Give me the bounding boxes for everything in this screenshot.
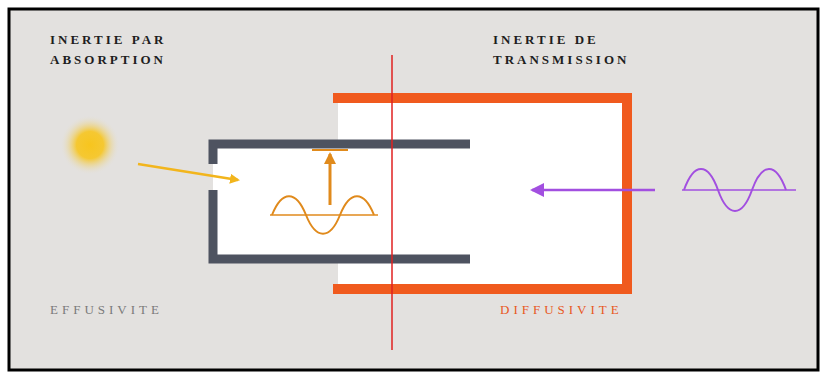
wave-axis — [682, 189, 796, 191]
sun-symbol — [60, 115, 120, 175]
grey-wall-bottom — [213, 190, 470, 259]
property-label: DIFFUSIVITE — [500, 300, 740, 320]
transmission-arrow — [532, 189, 655, 192]
section-heading: INERTIE PAR ABSORPTION — [50, 30, 250, 70]
wave-axis — [270, 214, 378, 216]
absorption-arrow — [329, 154, 332, 205]
property-label: EFFUSIVITE — [50, 300, 270, 320]
grey-wall-top — [213, 144, 470, 164]
grey-interior — [213, 144, 470, 259]
solar-arrow — [138, 164, 238, 180]
absorbed-wave — [272, 196, 374, 234]
section-heading: INERTIE DE TRANSMISSION — [493, 30, 713, 70]
incoming-wave — [684, 169, 786, 211]
frame — [9, 9, 818, 370]
absorption-bar — [312, 149, 348, 151]
divider-line — [391, 55, 393, 350]
